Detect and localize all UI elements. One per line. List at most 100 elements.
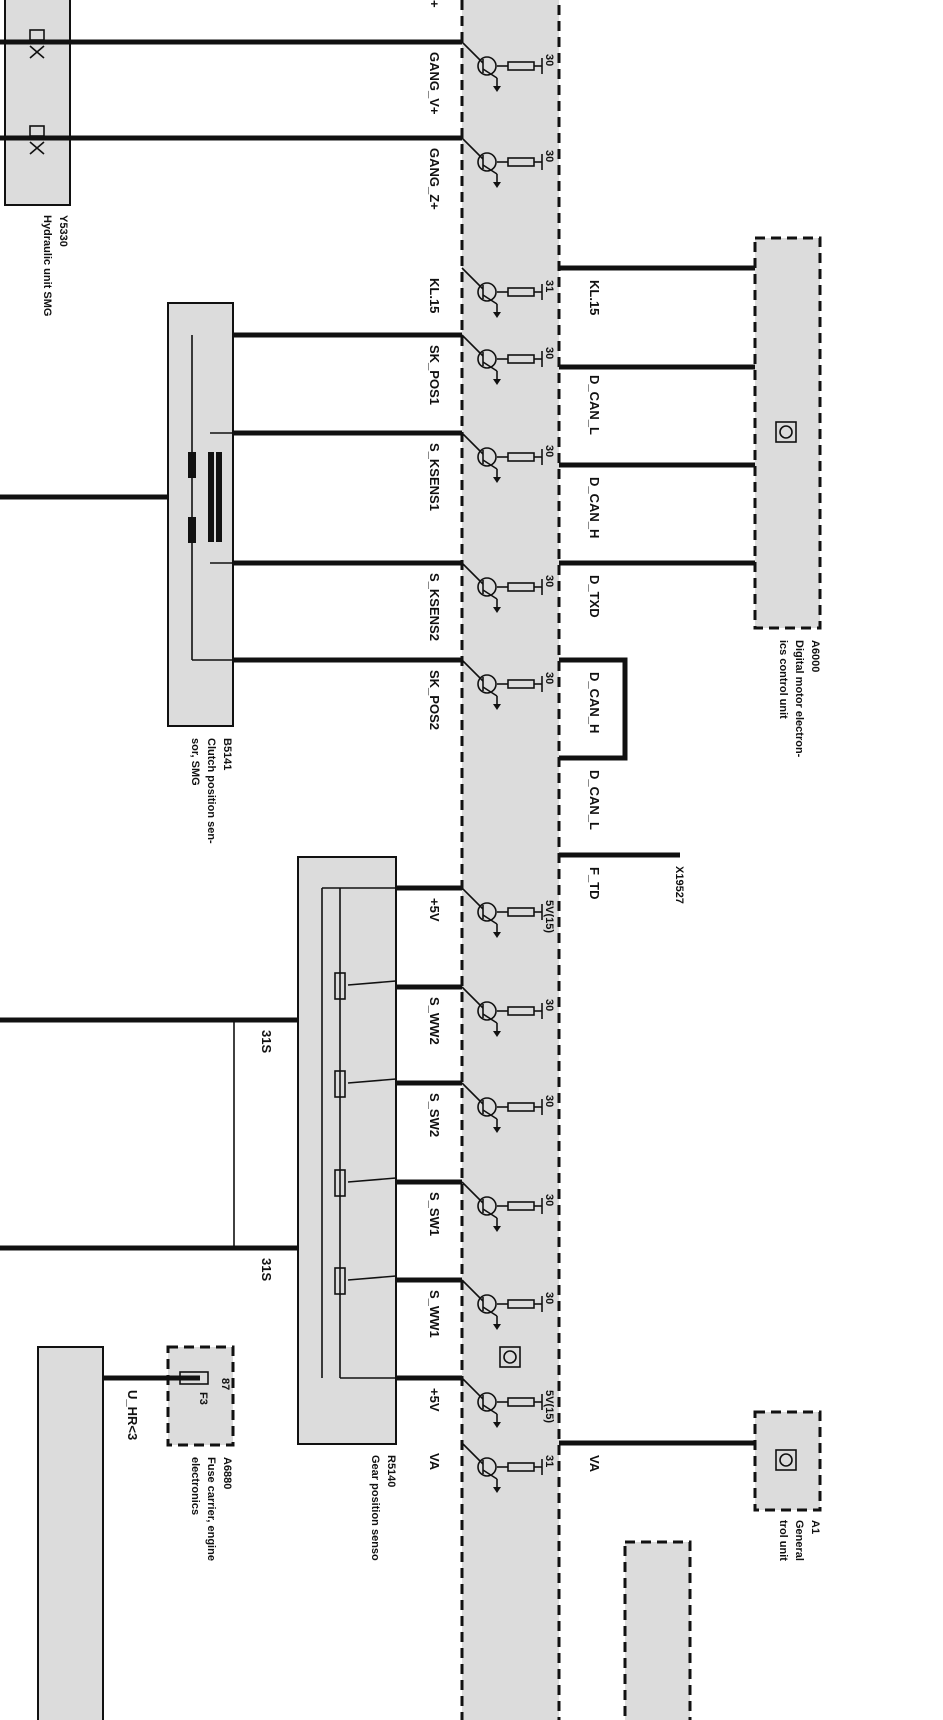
transistor-body <box>477 902 497 922</box>
signal-value-7: 5V(15) <box>543 900 555 933</box>
fuse-pin: 87 <box>219 1378 231 1390</box>
clutch-core-b <box>216 452 222 542</box>
fuse-carrier-box <box>166 1345 235 1447</box>
a6000-id: A6000 <box>809 640 821 672</box>
right-signal-5: D_CAN_L <box>587 770 602 830</box>
y5330-id: Y5330 <box>57 215 69 247</box>
r5140-name: Gear position senso <box>369 1455 381 1561</box>
signal-label-1: GANG_Z+ <box>427 148 442 210</box>
control-module-icon-1 <box>499 1346 521 1368</box>
potentiometer-3 <box>334 1267 346 1295</box>
transistor-2 <box>461 267 543 318</box>
transistor-body <box>477 447 497 467</box>
signal-label-8: S_WW2 <box>427 997 442 1045</box>
transistor-body <box>477 1001 497 1021</box>
signal-value-2: 31 <box>543 280 555 292</box>
control-module-icon-2 <box>775 1449 797 1471</box>
signal-value-9: 30 <box>543 1095 555 1107</box>
a1-id: A1 <box>809 1520 821 1534</box>
ground-label-1: 31S <box>259 1258 274 1281</box>
signal-value-0: 30 <box>543 54 555 66</box>
right-signal-0: KL.15 <box>587 280 602 315</box>
signal-label-5: S_KSENS2 <box>427 573 442 641</box>
signal-value-8: 30 <box>543 999 555 1011</box>
transistor-body <box>477 282 497 302</box>
transistor-body <box>477 1294 497 1314</box>
ground-arrow <box>493 932 501 938</box>
signal-label-9: S_SW2 <box>427 1093 442 1137</box>
ground-arrow <box>493 379 501 385</box>
a1-name1: General <box>793 1520 805 1561</box>
signal-value-13: 31 <box>543 1455 555 1467</box>
y5330-name: Hydraulic unit SMG <box>41 215 53 316</box>
signal-label-4: S_KSENS1 <box>427 443 442 511</box>
transistor-9 <box>461 1082 543 1133</box>
right-signal-2: D_CAN_H <box>587 477 602 538</box>
signal-label-13: VA <box>427 1453 442 1471</box>
ground-arrow <box>493 86 501 92</box>
transistor-12 <box>461 1377 543 1428</box>
signal-label-0: GANG_V+ <box>427 52 442 115</box>
signal-value-11: 30 <box>543 1292 555 1304</box>
a1-name2: trol unit <box>777 1520 789 1561</box>
can-loop <box>559 657 628 761</box>
ground-arrow <box>493 607 501 613</box>
a6000-name2: ics control unit <box>777 640 789 719</box>
transistor-1 <box>461 137 543 188</box>
transistor-body <box>477 1457 497 1477</box>
transistor-8 <box>461 986 543 1037</box>
signal-label-3: SK_POS1 <box>427 345 442 405</box>
a6000-name1: Digital motor electron- <box>793 640 805 758</box>
clutch-coil-a <box>188 452 196 478</box>
gear-position-sensor-box <box>297 856 397 1445</box>
signal-value-10: 30 <box>543 1194 555 1206</box>
hydraulic-unit-box <box>4 0 71 206</box>
potentiometer-1 <box>334 1070 346 1098</box>
r5140-id: R5140 <box>385 1455 397 1487</box>
ground-arrow <box>493 1487 501 1493</box>
control-module-icon-0 <box>775 421 797 443</box>
right-signal-4: D_CAN_H <box>587 672 602 733</box>
transistor-4 <box>461 432 543 483</box>
ground-arrow <box>493 1031 501 1037</box>
transistor-body <box>477 674 497 694</box>
ground-arrow <box>493 1127 501 1133</box>
ground-arrow <box>493 477 501 483</box>
top-plus-label: + <box>427 0 442 8</box>
general-control-unit-box <box>753 1410 822 1512</box>
fuse-id: F3 <box>197 1392 209 1405</box>
bottom-right-box <box>623 1540 692 1720</box>
signal-label-6: SK_POS2 <box>427 670 442 730</box>
transistor-0 <box>461 41 543 92</box>
signal-value-5: 30 <box>543 575 555 587</box>
transistor-6 <box>461 659 543 710</box>
signal-value-3: 30 <box>543 347 555 359</box>
right-signal-1: D_CAN_L <box>587 375 602 435</box>
transistor-11 <box>461 1279 543 1330</box>
signal-value-1: 30 <box>543 150 555 162</box>
transistor-10 <box>461 1181 543 1232</box>
signal-value-4: 30 <box>543 445 555 457</box>
a6880-name1: Fuse carrier, engine <box>205 1457 217 1561</box>
ground-label-0: 31S <box>259 1030 274 1053</box>
signal-label-7: +5V <box>427 898 442 922</box>
potentiometer-2 <box>334 1169 346 1197</box>
b5141-name2: sor, SMG <box>189 738 201 786</box>
b5141-id: B5141 <box>221 738 233 770</box>
signal-label-2: KL.15 <box>427 278 442 313</box>
gear-internal <box>321 887 396 1379</box>
clutch-sensor-box <box>167 302 234 727</box>
right-signal-7: VA <box>587 1455 602 1473</box>
right-signal-3: D_TXD <box>587 575 602 618</box>
fuse-wire-label: U_HR<3 <box>125 1390 140 1440</box>
ground-arrow <box>493 1422 501 1428</box>
dme-control-unit-box <box>753 236 822 630</box>
transistor-body <box>477 577 497 597</box>
signal-value-12: 5V(15) <box>543 1390 555 1423</box>
a6880-id: A6880 <box>221 1457 233 1489</box>
transistor-13 <box>461 1442 543 1493</box>
x19527-id: X19527 <box>673 866 685 904</box>
transistor-body <box>477 1097 497 1117</box>
signal-value-6: 30 <box>543 672 555 684</box>
